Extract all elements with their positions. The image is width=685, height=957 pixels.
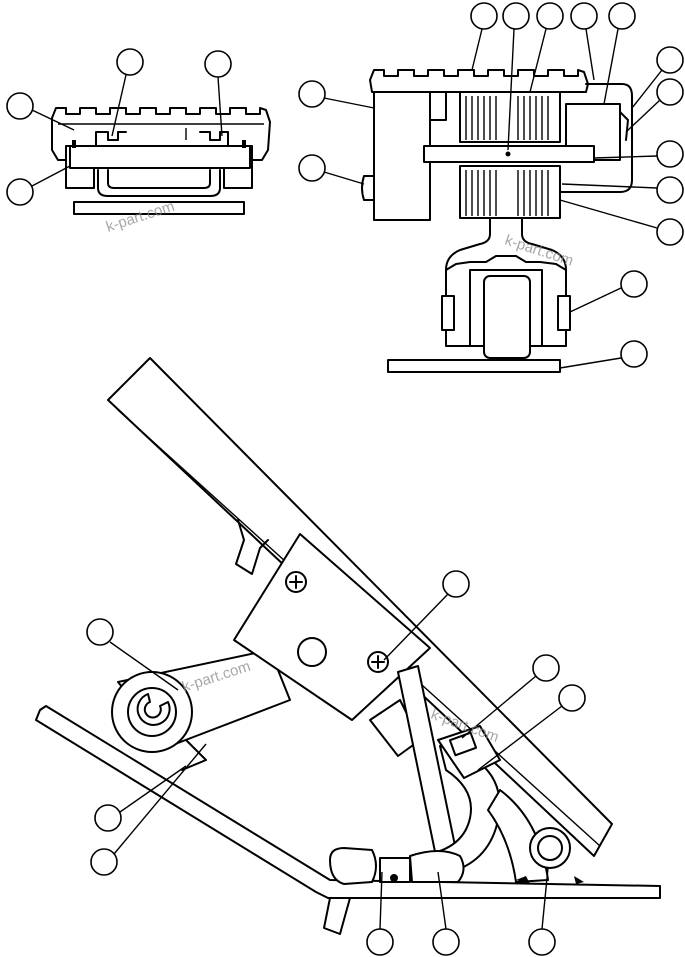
left-knob [361, 175, 375, 201]
callout-bubble [432, 871, 460, 956]
mount-hole [297, 637, 327, 667]
snap-ring [136, 693, 171, 726]
callouts [6, 2, 684, 956]
lower-coil [459, 165, 561, 219]
callout-bubble [625, 78, 684, 133]
callout-bubble [94, 765, 187, 832]
callout-bubble [86, 618, 179, 691]
pedal-tread-front [369, 69, 589, 93]
roller-shadow [574, 876, 584, 884]
lower-bracket [97, 169, 221, 197]
bottom-pedal-assembly [35, 357, 661, 935]
callout-bubble [529, 2, 564, 93]
clamp-bolt [390, 874, 398, 882]
callout-bubble [603, 2, 636, 105]
callout-bubble [502, 2, 530, 151]
axle-nut-left [441, 295, 455, 331]
floor-plate-bottom [35, 705, 661, 899]
clip-right [199, 131, 229, 147]
lower-bracket-inner [107, 169, 211, 189]
upper-coil-windings [465, 96, 549, 140]
roller-wheel [483, 275, 531, 359]
housing-outline [559, 83, 633, 193]
hub-bracket [181, 739, 207, 771]
phillips-screw-lower [367, 651, 389, 673]
callout-bubble [528, 867, 556, 956]
pin-right [242, 140, 246, 148]
switch-tab [619, 111, 629, 141]
callout-bubble [6, 165, 71, 206]
stem-left [445, 217, 491, 271]
top-right-pedal-view [361, 69, 633, 373]
support-shadow [516, 876, 530, 884]
lower-coil-windings [465, 170, 549, 216]
top-left-pedal-view [51, 107, 271, 215]
callout-bubble [569, 270, 648, 313]
callout-bubble [561, 176, 684, 204]
callout-bubble [383, 570, 470, 661]
phillips-screw-upper [285, 571, 307, 593]
lower-rod [323, 897, 351, 935]
callout-bubble [461, 654, 560, 739]
callout-bubble [570, 2, 598, 81]
callout-bubble [204, 50, 232, 137]
callout-bubble [298, 80, 375, 109]
callout-bubble [90, 743, 207, 876]
switch-body [448, 731, 478, 757]
tube-end [329, 847, 377, 885]
callout-bubble [470, 2, 498, 71]
hinge-shaft [69, 145, 251, 169]
roller-inner [537, 835, 563, 861]
clamp [379, 857, 411, 883]
pedal-notch [235, 519, 269, 575]
callout-bubble [477, 684, 586, 771]
callout-bubble [111, 48, 144, 137]
callout-bubble [593, 140, 684, 168]
base-plate [73, 201, 245, 215]
stem-right [521, 217, 567, 271]
callout-bubble [631, 46, 684, 109]
callout-bubble [6, 92, 75, 131]
left-housing [373, 91, 431, 221]
axle-nut-right [557, 295, 571, 331]
clip-left [95, 131, 127, 147]
pin-left [72, 140, 76, 148]
callout-bubble [366, 871, 394, 956]
housing-step [429, 91, 447, 121]
tube-segment [409, 850, 465, 883]
callout-bubble [559, 340, 648, 369]
floor-plate [387, 359, 561, 373]
callout-bubble [298, 154, 365, 185]
mounting-block [233, 533, 431, 721]
shaft-pin [505, 151, 511, 157]
callout-bubble [559, 199, 684, 246]
